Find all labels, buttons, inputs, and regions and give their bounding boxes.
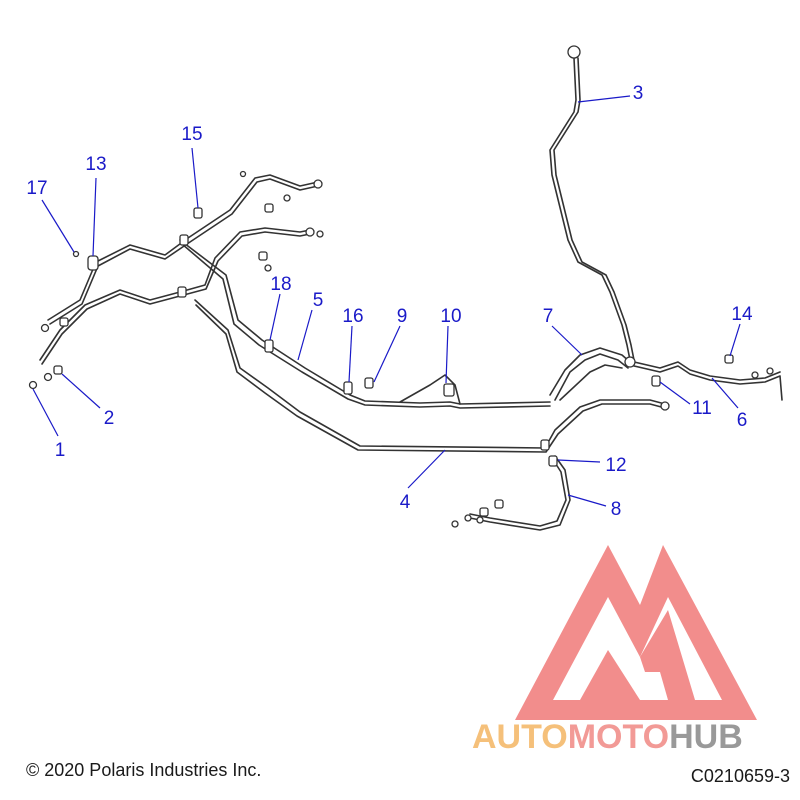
fitting-mid-right xyxy=(305,227,315,237)
copyright-text: © 2020 Polaris Industries Inc. xyxy=(26,760,262,780)
clip-16 xyxy=(343,381,353,395)
callout-1: 1 xyxy=(55,440,66,461)
washer-top xyxy=(239,170,247,178)
watermark-hub: HUB xyxy=(669,718,743,756)
washer-mid-3 xyxy=(316,230,324,238)
callout-2: 2 xyxy=(104,408,115,429)
clip-lower xyxy=(177,286,187,298)
fitting-top-right xyxy=(313,179,323,189)
washer-2 xyxy=(43,372,53,382)
callout-4: 4 xyxy=(400,492,411,513)
washer-mid-2 xyxy=(264,264,272,272)
bolt-mid-2 xyxy=(258,251,268,261)
diagram-code: C0210659-3 xyxy=(690,766,790,786)
leader-lines xyxy=(32,95,741,507)
washer-lower-2 xyxy=(464,514,472,522)
washer-right-2 xyxy=(766,367,774,375)
callout-5: 5 xyxy=(313,290,324,311)
watermark-logo xyxy=(515,545,757,720)
fitting-7 xyxy=(624,356,636,368)
fittings xyxy=(28,45,774,528)
clip-9 xyxy=(364,377,374,389)
svg-text:AUTOMOTOHUB: AUTOMOTOHUB xyxy=(472,718,743,756)
callout-10: 10 xyxy=(440,306,461,327)
clip-upper xyxy=(179,234,189,246)
clip-12 xyxy=(548,455,558,467)
callout-16: 16 xyxy=(342,306,363,327)
washer-1 xyxy=(28,380,38,390)
bolt-lower-1 xyxy=(494,499,504,509)
watermark-wordmark: AUTOMOTOHUB xyxy=(472,718,743,756)
bolt-11 xyxy=(651,375,661,387)
bolt-upper-left xyxy=(59,317,69,327)
callout-17: 17 xyxy=(26,178,47,199)
bolt-2 xyxy=(53,365,63,375)
callout-labels: 1 2 3 4 5 6 7 8 9 10 11 12 13 14 15 16 1… xyxy=(26,83,753,520)
bolt-mid-1 xyxy=(264,203,274,213)
callout-13: 13 xyxy=(85,154,106,175)
callout-6: 6 xyxy=(737,410,748,431)
clip-4 xyxy=(540,439,550,451)
rivet-17 xyxy=(72,250,80,258)
callout-18: 18 xyxy=(270,274,291,295)
washer-lower-1 xyxy=(451,520,459,528)
clip-10 xyxy=(443,383,455,397)
washer-upper-left xyxy=(40,323,50,333)
callout-3: 3 xyxy=(633,83,644,104)
washer-right-1 xyxy=(751,371,759,379)
clip-18 xyxy=(264,339,274,353)
bolt-14 xyxy=(724,354,734,364)
watermark-moto: MOTO xyxy=(568,718,669,756)
callout-15: 15 xyxy=(181,124,202,145)
fitting-top-3 xyxy=(567,45,581,59)
callout-12: 12 xyxy=(605,455,626,476)
callout-14: 14 xyxy=(731,304,753,325)
clip-13 xyxy=(87,255,99,271)
callout-9: 9 xyxy=(397,306,408,327)
washer-mid-1 xyxy=(283,194,291,202)
callout-8: 8 xyxy=(611,499,622,520)
bolt-15 xyxy=(193,207,203,219)
brake-lines xyxy=(39,57,783,531)
bolt-lower-2 xyxy=(479,507,489,517)
callout-11: 11 xyxy=(692,398,712,419)
watermark-auto: AUTO xyxy=(472,718,568,756)
washer-lower-3 xyxy=(476,516,484,524)
fitting-11 xyxy=(660,401,670,411)
callout-7: 7 xyxy=(543,306,554,327)
